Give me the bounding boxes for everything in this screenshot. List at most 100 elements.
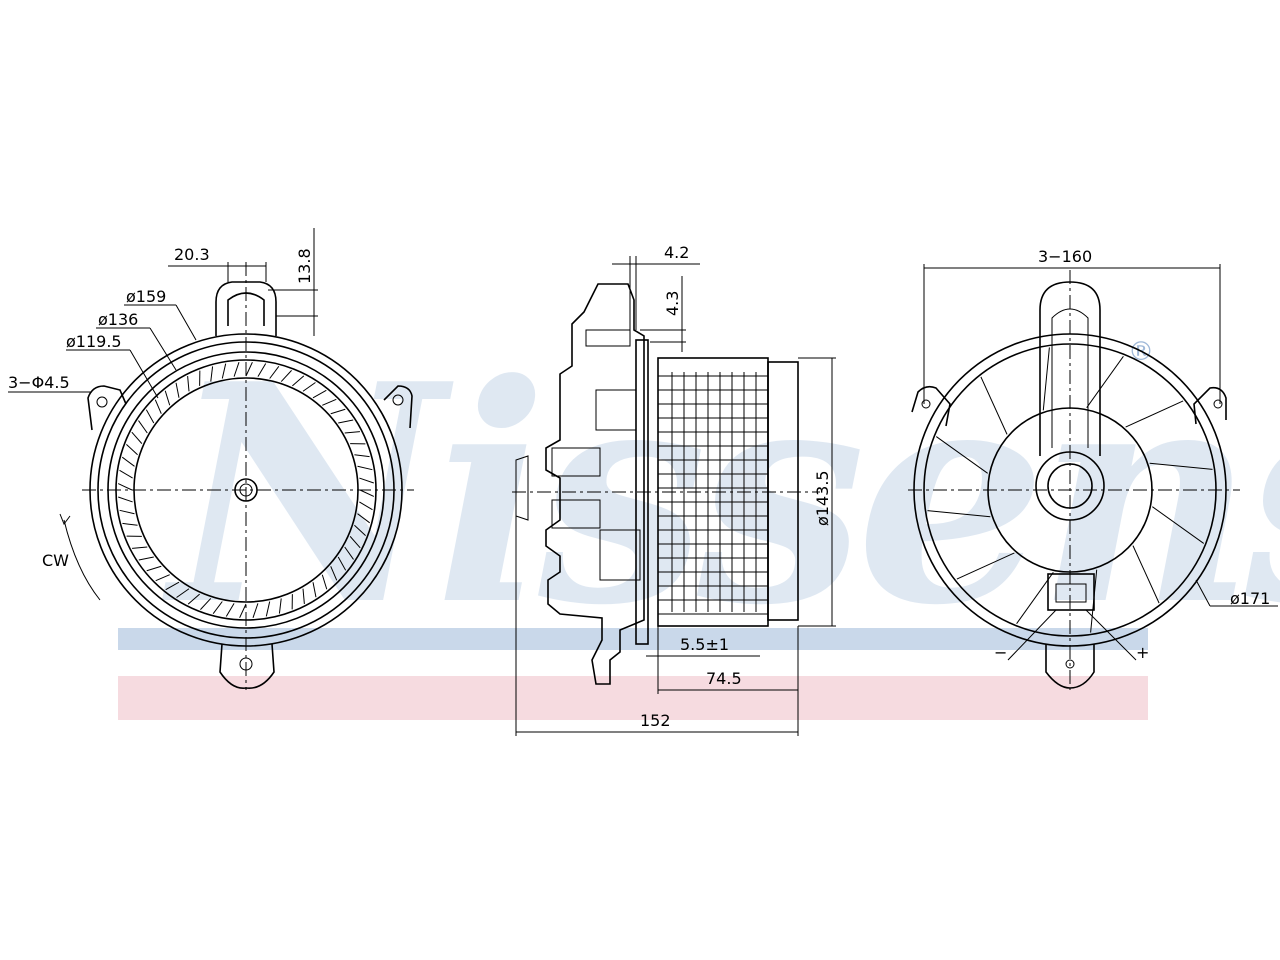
front-top-connector-inner (227, 292, 265, 326)
side-fan-blade-lines (658, 372, 768, 615)
front-fan-blade (330, 566, 338, 581)
front-fan-blade (122, 522, 138, 526)
side-dim-wheel-label: 74.5 (706, 669, 742, 688)
rear-bottom-lug (1045, 644, 1095, 689)
front-hub-inner (239, 483, 253, 497)
front-fan-blade (354, 524, 366, 536)
front-fan-blade (117, 483, 133, 491)
rear-plus-label: + (1136, 643, 1149, 662)
front-fan-blade (265, 601, 271, 617)
front-dim-height-label: 13.8 (295, 248, 314, 284)
front-fan-blade (118, 496, 133, 503)
front-fan-blade (187, 376, 190, 392)
rear-top-housing (1039, 281, 1101, 456)
front-inner-ring (133, 377, 359, 603)
rear-holes-label: 3−160 (1038, 247, 1092, 266)
side-motor-body (545, 283, 645, 685)
front-top-connector (215, 281, 277, 336)
front-ring-4 (115, 359, 377, 621)
rear-view: 3−160 ø171 − + (908, 247, 1278, 690)
front-fan-blade (121, 456, 135, 467)
rear-dia-outer-label: ø171 (1230, 589, 1270, 608)
rear-spoke (1132, 545, 1160, 604)
front-right-hole (392, 394, 404, 406)
watermark-band-red (118, 676, 1148, 720)
side-connector (515, 455, 529, 521)
rear-spoke (980, 376, 1008, 435)
front-fan-blade (344, 546, 354, 560)
front-fan-blade (357, 513, 371, 524)
front-fan-blade (359, 489, 375, 497)
front-fan-blade (138, 420, 148, 434)
front-bottom-lug (219, 643, 275, 689)
side-motor-inner-5 (599, 529, 641, 581)
front-fan-blade (233, 362, 240, 377)
front-holes-label: 3−Φ4.5 (8, 373, 70, 392)
rear-spoke (935, 436, 988, 474)
side-motor-inner-1 (585, 329, 631, 347)
rear-ring-3 (987, 407, 1153, 573)
front-fan-blade (302, 588, 305, 604)
rear-hub-outer (1035, 451, 1105, 521)
front-rotation-arc (63, 519, 101, 601)
rear-bottom-hole (1065, 659, 1075, 669)
front-fan-blade (344, 431, 360, 434)
front-fan-blade (357, 465, 373, 471)
front-bottom-hole (239, 657, 253, 671)
front-dia-inner-label: ø119.5 (66, 332, 122, 351)
front-fan-blade (269, 365, 280, 379)
front-fan-blade (280, 370, 292, 382)
rear-outer-ring (913, 333, 1227, 647)
front-fan-blade (330, 408, 346, 415)
side-fan-rim (767, 361, 799, 621)
front-outer-ring (89, 333, 403, 647)
front-rotation-label: CW (42, 551, 69, 570)
side-dim-top-b-label: 4.3 (663, 291, 682, 316)
front-fan-blade (132, 546, 148, 549)
front-fan-blade (165, 581, 180, 591)
front-fan-blade (154, 399, 162, 414)
rear-minus-label: − (994, 643, 1007, 662)
rear-ring-2 (923, 343, 1217, 637)
front-fan-blade (176, 588, 190, 598)
front-fan-blade (200, 598, 212, 610)
front-fan-blade (119, 509, 135, 515)
front-dia-outer-label: ø159 (126, 287, 166, 306)
watermark-band-blue (118, 628, 1148, 650)
front-left-hole (96, 396, 108, 408)
front-fan-blade (221, 363, 227, 379)
rear-leader-minus (1007, 609, 1057, 661)
front-fan-blade (349, 536, 361, 549)
front-leader-119b (129, 349, 159, 399)
front-fan-blade (175, 382, 180, 398)
side-dim-gap-label: 5.5±1 (680, 635, 729, 654)
front-fan-blade (354, 454, 370, 458)
front-fan-blade (321, 574, 328, 590)
rear-spokes (927, 347, 1213, 633)
front-fan-blade (359, 477, 374, 484)
rear-left-lug (911, 385, 951, 427)
rear-right-lug (1193, 386, 1227, 425)
front-fan-blade (126, 444, 138, 456)
front-fan-blade (337, 556, 347, 571)
side-mount-plate (635, 339, 649, 645)
front-rotation-arrowhead (59, 513, 71, 526)
front-fan-blade (245, 361, 253, 377)
front-fan-blade (225, 603, 235, 617)
front-dia-mid-label: ø136 (98, 310, 138, 329)
rear-spoke (1086, 355, 1124, 408)
front-fan-blade (292, 375, 305, 387)
front-fan-blade (212, 601, 223, 615)
front-fan-blade (210, 366, 214, 382)
side-motor-inner-3 (551, 447, 601, 477)
front-hub (234, 478, 258, 502)
front-fan-blade (145, 409, 155, 424)
side-dim-top-a-label: 4.2 (664, 243, 689, 262)
rear-terminal-block (1047, 573, 1095, 611)
front-leader-159b (175, 304, 197, 341)
front-fan-blade (138, 556, 154, 561)
rear-spoke (1152, 506, 1205, 544)
side-view: 4.2 4.3 ø143.5 5.5±1 74.5 152 (512, 243, 836, 736)
front-fan-blade (312, 582, 317, 598)
